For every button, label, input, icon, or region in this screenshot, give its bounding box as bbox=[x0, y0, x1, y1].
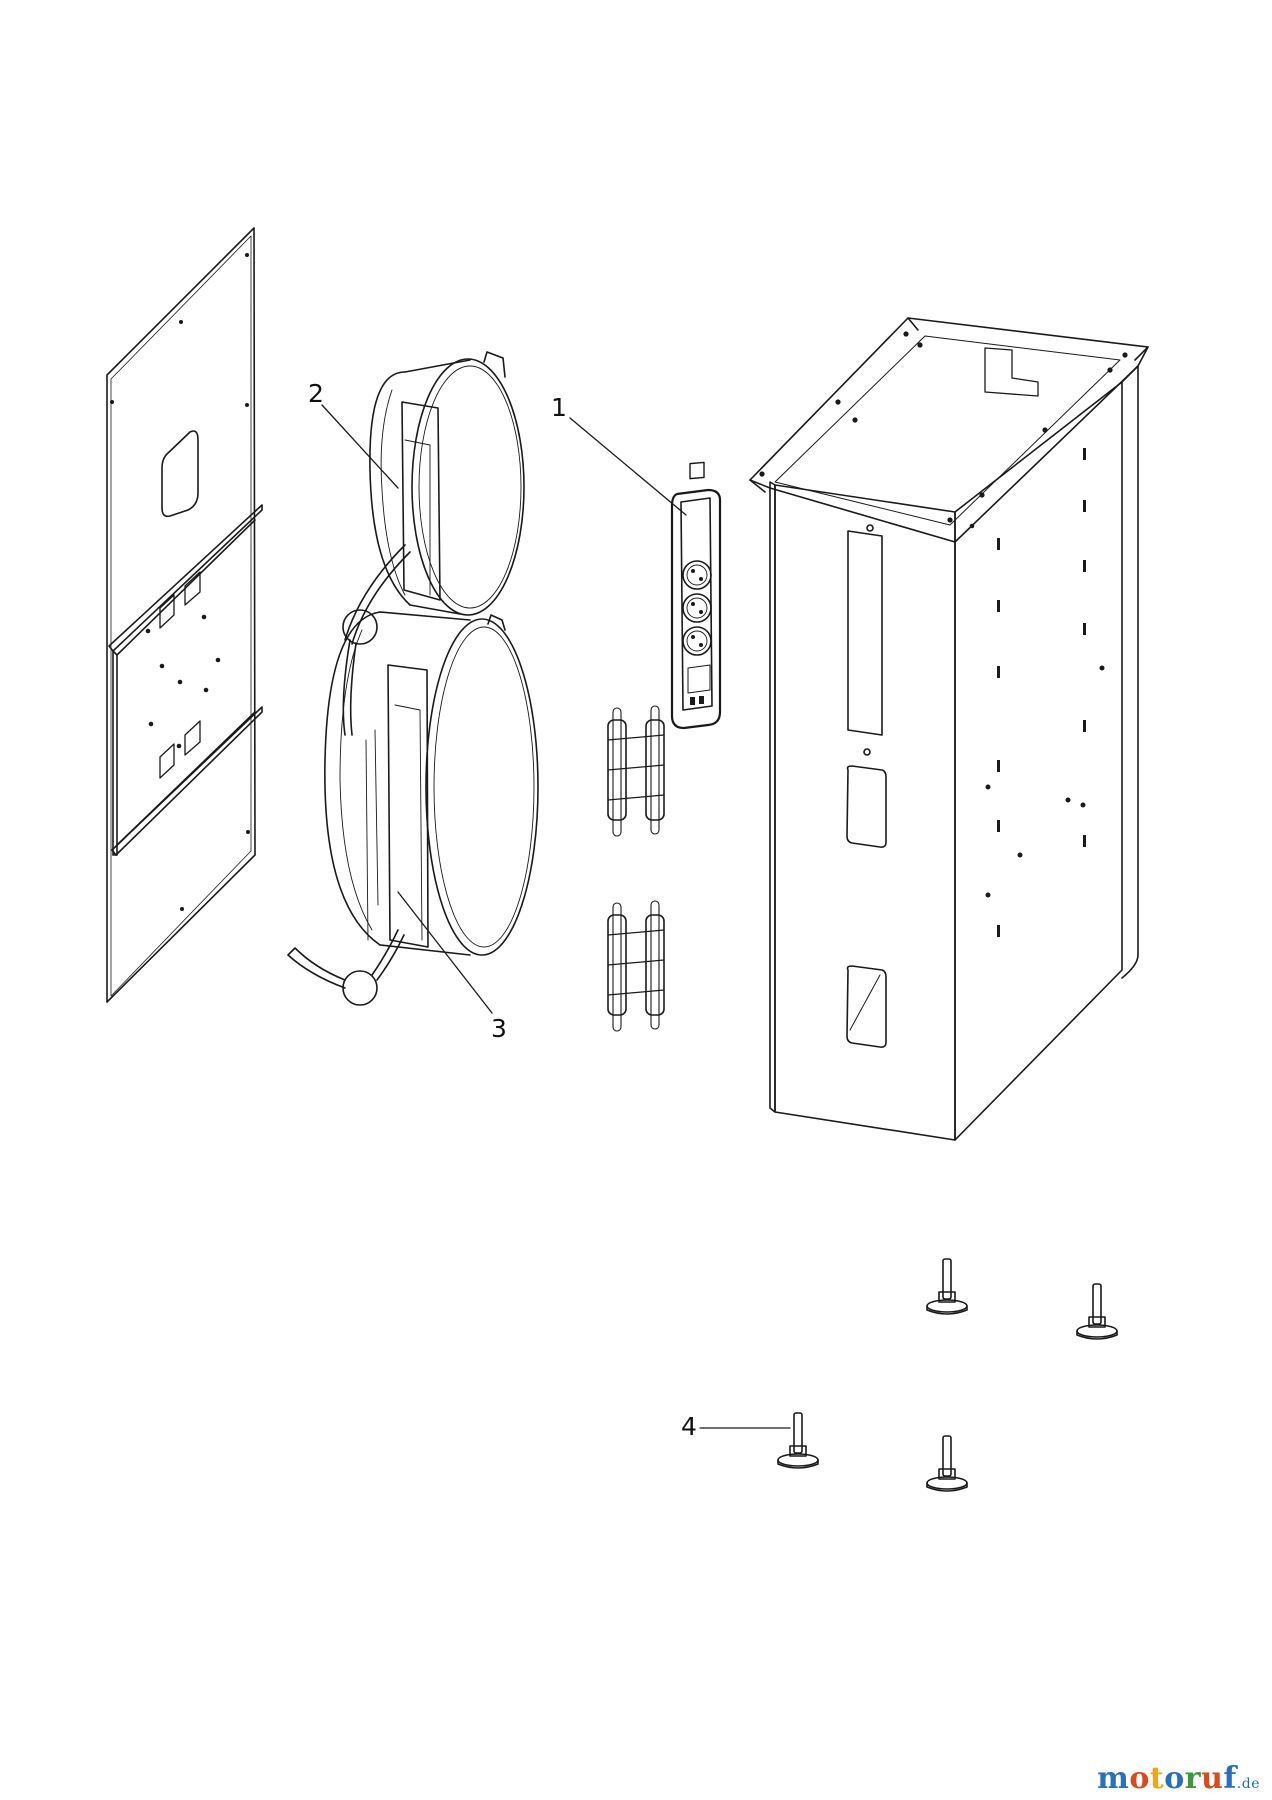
leveling-foot bbox=[1077, 1284, 1117, 1339]
hinge-upper bbox=[608, 706, 664, 836]
callout-4: 4 bbox=[681, 1412, 697, 1441]
watermark-letter: f bbox=[1223, 1761, 1237, 1796]
cabinet-housing bbox=[750, 318, 1148, 1140]
power-strip bbox=[672, 462, 720, 728]
upper-cable-reel bbox=[370, 352, 524, 615]
watermark-letter: r bbox=[1184, 1761, 1202, 1796]
watermark-letter: u bbox=[1201, 1761, 1224, 1796]
callout-3: 3 bbox=[491, 1014, 507, 1043]
watermark-letter: t bbox=[1149, 1761, 1165, 1796]
watermark-letter: m bbox=[1097, 1761, 1130, 1796]
watermark-letter: o bbox=[1129, 1761, 1150, 1796]
watermark-suffix: .de bbox=[1236, 1776, 1260, 1792]
watermark-letter: o bbox=[1164, 1761, 1185, 1796]
hinge-lower bbox=[608, 901, 664, 1031]
back-panel bbox=[107, 228, 262, 1002]
leveling-foot bbox=[927, 1436, 967, 1491]
leveling-foot bbox=[778, 1413, 818, 1468]
leveling-foot bbox=[927, 1259, 967, 1314]
watermark-logo: motoruf.de bbox=[1097, 1761, 1260, 1796]
leveling-feet bbox=[778, 1259, 1117, 1491]
cable-with-stoppers bbox=[288, 545, 410, 1005]
callout-1: 1 bbox=[551, 393, 567, 422]
callout-2: 2 bbox=[308, 379, 324, 408]
lower-cable-reel bbox=[325, 612, 538, 955]
leader-lines bbox=[322, 405, 790, 1428]
